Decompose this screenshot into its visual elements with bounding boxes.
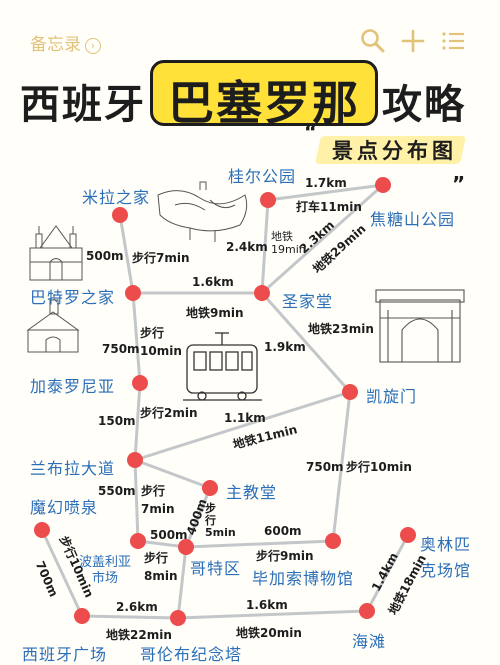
- tram-sketch: [183, 332, 262, 401]
- station-guell[interactable]: 桂尔公园: [228, 167, 297, 186]
- title-right: 攻略: [382, 82, 466, 128]
- station-fountain[interactable]: 魔幻喷泉: [30, 498, 99, 517]
- edge-mode: 步行10min: [140, 326, 182, 358]
- edge-distance: 600m: [264, 524, 302, 538]
- station-gothic[interactable]: 哥特区: [190, 559, 242, 578]
- station-arc[interactable]: 凯旋门: [366, 387, 418, 406]
- edge-mode: 步行10min: [346, 460, 412, 474]
- app-header: 备忘录›: [0, 0, 500, 80]
- edge-mode: 地铁19min: [271, 230, 306, 256]
- back-label: 备忘录: [30, 35, 81, 55]
- edge-mode: 步行5min: [205, 502, 236, 539]
- edge-distance: 1.9km: [264, 340, 306, 354]
- quote-close: ”: [452, 172, 466, 196]
- title-left: 西班牙: [20, 82, 146, 128]
- plus-icon[interactable]: [400, 28, 426, 54]
- edge-distance: 1.1km: [224, 411, 266, 425]
- edge-mode: 步行7min: [132, 251, 190, 265]
- station-batllo[interactable]: 巴特罗之家: [30, 288, 116, 307]
- chevron-right-icon: ›: [85, 38, 101, 54]
- edge-mode: 步行7min: [141, 484, 175, 516]
- search-icon[interactable]: [360, 28, 386, 54]
- guell-park-sketch: [157, 181, 248, 242]
- church-sketch: [29, 225, 83, 281]
- arc-sketch: [375, 289, 465, 363]
- edge-distance: 500m: [150, 528, 188, 542]
- edge-distance: 2.6km: [116, 600, 158, 614]
- title-highlight: 巴塞罗那: [168, 76, 360, 130]
- edge-mode: 地铁20min: [236, 626, 302, 640]
- station-sagrada[interactable]: 圣家堂: [282, 292, 334, 311]
- station-beach[interactable]: 海滩: [352, 632, 387, 651]
- edge-distance: 750m: [306, 460, 344, 474]
- subtitle: 景点分布图: [332, 139, 457, 163]
- edge-mode: 地铁22min: [106, 628, 172, 642]
- edge-distance: 150m: [98, 414, 136, 428]
- edge-distance: 750m: [102, 342, 140, 356]
- station-pedrera[interactable]: 加泰罗尼亚: [30, 377, 116, 396]
- edge-mode: 打车11min: [296, 200, 362, 214]
- edge-distance: 1.6km: [246, 598, 288, 612]
- station-rambla[interactable]: 兰布拉大道: [30, 459, 116, 478]
- station-boqueria[interactable]: 波盖利亚 市场: [78, 555, 131, 586]
- back-link[interactable]: 备忘录›: [30, 30, 101, 55]
- edge-mode: 地铁23min: [308, 322, 374, 336]
- edge-distance: 1.7km: [305, 176, 347, 190]
- title-highlight-box: 巴塞罗那: [150, 60, 378, 130]
- station-olympic[interactable]: 奥林匹 克场馆: [420, 535, 472, 580]
- station-espanya[interactable]: 西班牙广场: [22, 645, 108, 664]
- list-icon[interactable]: [440, 28, 466, 54]
- station-columbus[interactable]: 哥伦布纪念塔: [140, 645, 243, 664]
- edge-mode: 步行2min: [140, 406, 198, 420]
- chapel-sketch: [26, 294, 80, 353]
- quote-open: “: [304, 120, 318, 144]
- station-picasso[interactable]: 毕加索博物馆: [252, 569, 355, 588]
- edge-distance: 2.4km: [226, 240, 268, 254]
- edge-distance: 1.6km: [192, 275, 234, 289]
- edge-mode: 地铁9min: [186, 306, 244, 320]
- station-dots: [34, 177, 416, 626]
- edge-distance: 550m: [98, 484, 136, 498]
- route-lines: [40, 183, 410, 620]
- edge-mode: 步行9min: [256, 549, 314, 563]
- station-sugarloaf[interactable]: 焦糖山公园: [370, 210, 456, 229]
- page-title: 西班牙 巴塞罗那 攻略: [0, 58, 500, 132]
- edge-mode: 步行8min: [144, 551, 178, 583]
- edge-distance: 500m: [86, 249, 124, 263]
- station-cathedral[interactable]: 主教堂: [226, 483, 278, 502]
- station-milagia[interactable]: 米拉之家: [82, 188, 151, 207]
